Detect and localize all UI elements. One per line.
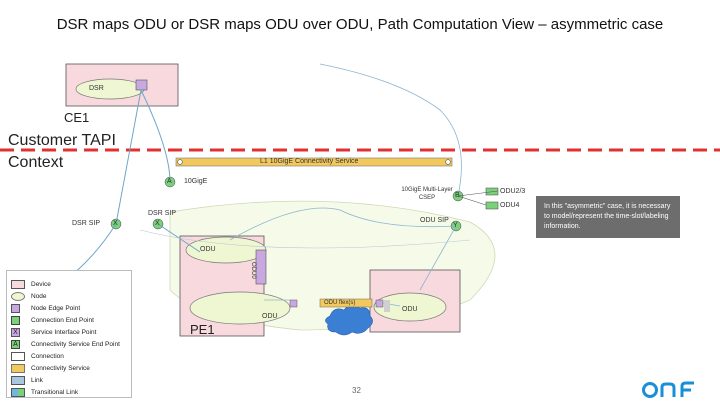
link-sip-y-right bbox=[419, 225, 457, 291]
tengige-label: 10GigE bbox=[184, 178, 208, 185]
legend-item-transitional-link: Transitional Link bbox=[11, 387, 78, 398]
note-box: In this "asymmetric" case, it is necessa… bbox=[536, 196, 680, 238]
legend: Device Node Node Edge Point Connection E… bbox=[6, 270, 132, 398]
right-edge-nep bbox=[375, 299, 384, 308]
dsr-sip-left-label: DSR SIP bbox=[72, 220, 101, 227]
dsr-node-label: DSR bbox=[89, 85, 104, 92]
sip-y-glyph: Y bbox=[453, 222, 458, 229]
legend-label: Connectivity Service bbox=[31, 365, 90, 372]
odu4-label: ODU4 bbox=[500, 202, 520, 209]
connectivity-service-label: L1 10GigE Connectivity Service bbox=[260, 158, 359, 165]
cs-end-left bbox=[177, 159, 183, 165]
connectivity-service-icon bbox=[11, 364, 25, 373]
odu-lower-label: ODU bbox=[262, 313, 278, 320]
dsr-sip-mid-label: DSR SIP bbox=[148, 210, 177, 217]
cs-end-right bbox=[445, 159, 451, 165]
cep-icon bbox=[11, 316, 20, 325]
csep-icon: A bbox=[11, 340, 20, 349]
nep-icon bbox=[11, 304, 20, 313]
right-device-port bbox=[384, 300, 390, 312]
legend-label: Connection bbox=[31, 353, 64, 360]
link-ce1-sip bbox=[115, 89, 142, 225]
legend-item-connectivity-service: Connectivity Service bbox=[11, 363, 90, 374]
sip-icon: X bbox=[11, 328, 20, 337]
odu-flex-label: ODU flex(s) bbox=[324, 300, 356, 306]
ce1-nep bbox=[135, 79, 148, 91]
page-title: DSR maps ODU or DSR maps ODU over ODU, P… bbox=[56, 16, 664, 33]
legend-label: Device bbox=[31, 281, 51, 288]
legend-label: Transitional Link bbox=[31, 389, 79, 396]
link-icon bbox=[11, 376, 25, 385]
link-b-odu23 bbox=[457, 190, 499, 197]
sip-x-mid-glyph: X bbox=[155, 220, 160, 227]
odu-sip-label: ODU SIP bbox=[420, 217, 449, 224]
legend-label: Node bbox=[31, 293, 47, 300]
page-number: 32 bbox=[352, 386, 361, 395]
customer-context-label: Customer TAPI Context bbox=[8, 132, 116, 171]
sip-x-left-glyph: X bbox=[113, 220, 118, 227]
legend-label: Service Interface Point bbox=[31, 329, 97, 336]
device-icon bbox=[11, 280, 25, 289]
legend-item-cep: Connection End Point bbox=[11, 315, 94, 326]
legend-label: Connectivity Service End Point bbox=[31, 341, 120, 348]
dsr-node bbox=[75, 78, 145, 100]
legend-item-device: Device bbox=[11, 279, 51, 290]
odu-flex-bar bbox=[319, 298, 373, 308]
legend-item-link: Link bbox=[11, 375, 43, 386]
pe1-edge-nep bbox=[289, 299, 298, 308]
note-text: In this "asymmetric" case, it is necessa… bbox=[544, 203, 671, 230]
node-icon bbox=[11, 292, 25, 301]
odu-right-label: ODU bbox=[402, 306, 418, 313]
pe1-label: PE1 bbox=[190, 322, 215, 337]
ce1-label: CE1 bbox=[64, 110, 90, 125]
connectivity-service-bar bbox=[175, 157, 453, 167]
odu-vertical-label: ODU0 bbox=[250, 262, 256, 279]
link-b-odu4 bbox=[457, 195, 487, 206]
onf-logo bbox=[642, 381, 694, 398]
legend-label: Link bbox=[31, 377, 43, 384]
legend-label: Node Edge Point bbox=[31, 305, 81, 312]
link-background-curve bbox=[139, 229, 471, 249]
transitional-link-icon bbox=[11, 388, 25, 397]
odu23-label: ODU2/3 bbox=[500, 188, 526, 195]
csep-a-glyph: A bbox=[167, 178, 172, 185]
legend-item-connection: Connection bbox=[11, 351, 64, 362]
connection-icon bbox=[11, 352, 25, 361]
odu-vertical-nep bbox=[255, 249, 267, 285]
legend-item-node: Node bbox=[11, 291, 47, 302]
legend-item-nep: Node Edge Point bbox=[11, 303, 80, 314]
legend-label: Connection End Point bbox=[31, 317, 94, 324]
csep-b-glyph: B bbox=[455, 192, 460, 199]
odu-upper-label: ODU bbox=[200, 246, 216, 253]
odu4-marker bbox=[485, 201, 499, 210]
link-csep-b bbox=[319, 63, 462, 197]
link-sip-y-upper bbox=[229, 207, 457, 241]
legend-item-csep: A Connectivity Service End Point bbox=[11, 339, 120, 350]
odu-right-node bbox=[373, 292, 447, 322]
tengige-csep-label: 10GigE Multi-Layer CSEP bbox=[401, 187, 453, 201]
legend-item-sip: X Service Interface Point bbox=[11, 327, 96, 338]
link-ce1-csep bbox=[140, 89, 171, 183]
